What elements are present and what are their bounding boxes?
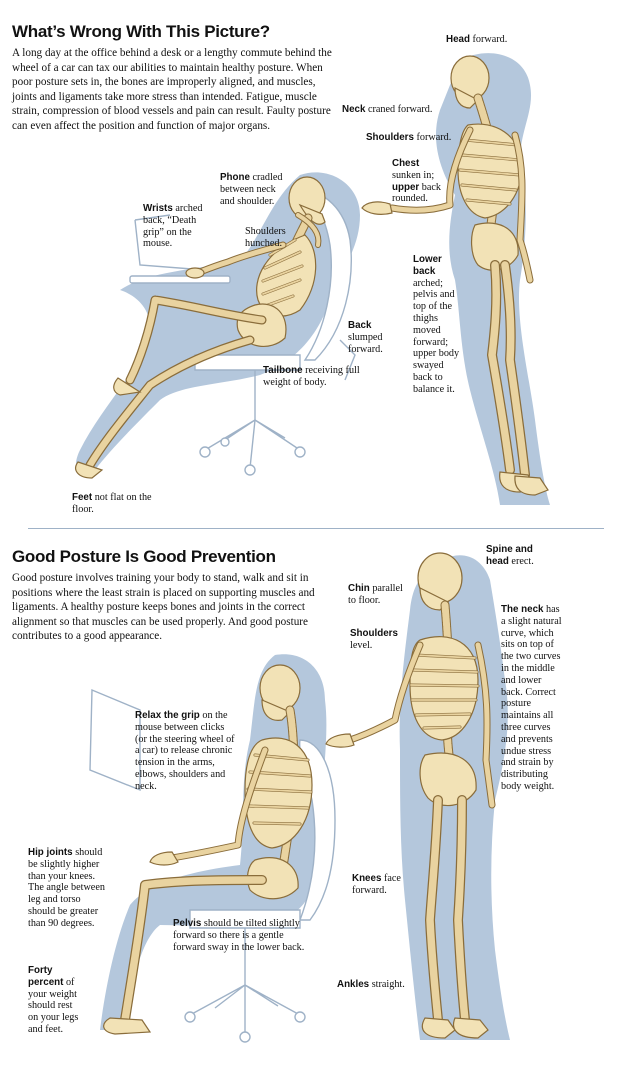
good-standing-figure [325,552,510,1040]
label-hip-joints: Hip joints should be slightly higher tha… [28,847,105,929]
label-shoulders-forward: Shoulders forward. [366,132,452,143]
label-knees-forward: Knees face forward. [352,873,401,896]
label-head-forward: Head forward. [446,34,508,45]
top-section-intro: A long day at the office behind a desk o… [12,47,332,132]
standing-bad-posture-figure [361,53,550,506]
label-ankles-straight: Ankles straight. [337,979,405,990]
label-chin-parallel: Chin parallel to floor. [348,583,403,606]
label-wrists-arched: Wrists arched back, “Death grip” on the … [143,203,203,250]
bottom-section-title: Good Posture Is Good Prevention [12,547,276,566]
label-phone-cradled: Phone cradled between neck and shoulder. [220,172,283,207]
label-neck-craned: Neck craned forward. [342,104,433,115]
top-section-title: What’s Wrong With This Picture? [12,22,270,41]
bottom-section-intro: Good posture involves training your body… [12,572,315,643]
label-pelvis-tilted: Pelvis should be tilted slightly forward… [173,918,305,953]
good-sitting-figure [89,654,336,1043]
label-forty-percent: Forty percent of your weight should rest… [28,965,79,1035]
label-relax-grip: Relax the grip on the mouse between clic… [135,710,235,792]
slouched-sitting-figure [75,172,360,479]
label-tailbone: Tailbone receiving full weight of body. [263,365,360,388]
label-lower-back-arched: Lower back arched; pelvis and top of the… [413,254,460,395]
label-shoulders-level: Shoulders level. [350,628,398,651]
label-shoulders-hunched: Shoulders hunched. [245,226,286,249]
section-divider [28,528,604,529]
label-spine-head-erect: Spine and head erect. [486,544,534,567]
label-back-slumped: Back slumped forward. [348,320,383,355]
label-neck-natural-curve: The neck has a slight natural curve, whi… [501,604,562,792]
label-feet-not-flat: Feet not flat on the floor. [72,492,152,515]
label-chest-sunken: Chest sunken in; upper back rounded. [392,158,441,205]
